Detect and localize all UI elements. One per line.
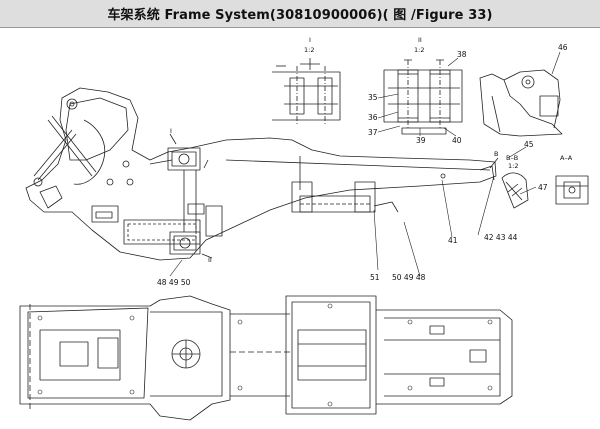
callout-36: 36	[368, 113, 378, 122]
callout-group-42-44: 42 43 44	[484, 233, 518, 242]
section-II-scale: 1:2	[414, 46, 424, 54]
section-BB-label: B–B	[506, 154, 518, 162]
section-labels: I 1:2 II 1:2 B–B 1:2 A–A I II B	[170, 36, 573, 264]
detail-view-I	[272, 58, 341, 126]
callout-group-48-50: 48 49 50	[157, 278, 191, 287]
callout-45: 45	[524, 140, 534, 149]
callout-38: 38	[457, 50, 467, 59]
detail-view-II	[383, 59, 463, 135]
mark-II-label: II	[208, 256, 212, 264]
callout-41: 41	[448, 236, 458, 245]
frame-top-view	[19, 295, 513, 421]
figure-title: 车架系统 Frame System(30810900006)( 图 /Figur…	[107, 8, 493, 23]
bracket-detail-46	[479, 69, 563, 137]
callout-46: 46	[558, 43, 568, 52]
callout-35: 35	[368, 93, 378, 102]
section-I-scale: 1:2	[304, 46, 314, 54]
callout-51: 51	[370, 273, 380, 282]
callout-group-50-48: 50 49 48	[392, 273, 426, 282]
callout-40: 40	[452, 136, 462, 145]
frame-side-view	[25, 87, 497, 261]
section-markers	[169, 133, 499, 259]
callout-47: 47	[538, 183, 548, 192]
callout-37: 37	[368, 128, 378, 137]
callout-leaders	[169, 51, 561, 277]
mark-I-label: I	[170, 127, 172, 135]
callout-labels: 35 36 37 38 39 40 41 45 46 47 51 48 49 5…	[157, 43, 568, 287]
section-view-AA	[555, 175, 589, 205]
hole-marks	[37, 303, 493, 407]
section-AA-label: A–A	[560, 154, 573, 162]
section-I-label: I	[309, 36, 311, 44]
figure-title-bar: 车架系统 Frame System(30810900006)( 图 /Figur…	[0, 0, 600, 28]
frame-system-drawing: 35 36 37 38 39 40 41 45 46 47 51 48 49 5…	[19, 36, 589, 421]
section-view-BB	[501, 172, 529, 209]
callout-39: 39	[416, 136, 426, 145]
mark-B-label: B	[494, 150, 498, 158]
section-II-label: II	[418, 36, 422, 44]
section-BB-scale: 1:2	[508, 162, 518, 170]
